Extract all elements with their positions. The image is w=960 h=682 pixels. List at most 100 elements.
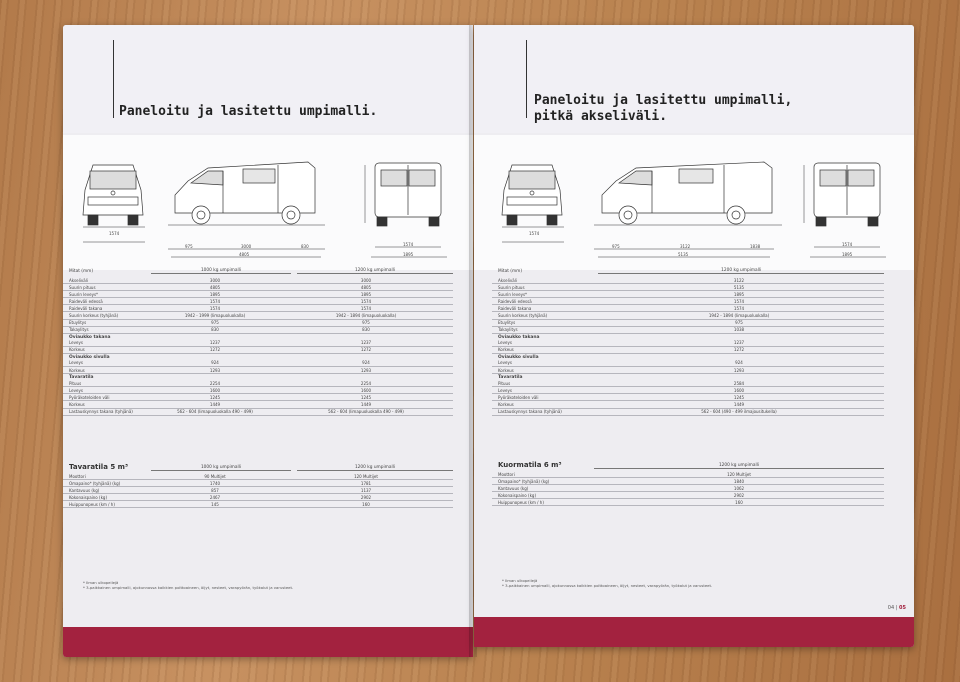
row-value: 1245 <box>360 394 372 400</box>
row-value: 1293 <box>733 367 745 373</box>
table-row: Huippunopeus (km / h) 160 <box>492 499 884 507</box>
footnote: * Ilman ulkopeilejä <box>83 580 119 585</box>
table-row: Suurin korkeus (tyhjänä)1942 - 1894 (lim… <box>492 312 884 320</box>
row-value: 1574 <box>209 305 221 311</box>
row-value: 975 <box>362 320 370 326</box>
row-value: 120 Multijet <box>354 473 378 479</box>
row-label: Raideväli edessä <box>69 298 103 304</box>
row-label: Huippunopeus (km / h) <box>498 499 544 505</box>
row-value: 1942 - 1894 (limapuoluokalla) <box>335 313 397 319</box>
van-side-view <box>601 161 773 225</box>
row-value: 924 <box>362 360 370 366</box>
row-value: 1574 <box>360 298 372 304</box>
left-spec-table: Mitat (mm) 1000 kg umpimalli 1200 kg ump… <box>63 265 453 416</box>
row-value: 160 <box>362 501 370 507</box>
row-value: 1895 <box>733 291 745 297</box>
row-value: 5135 <box>733 284 745 290</box>
van-side-view <box>174 161 316 225</box>
row-label: Omapaino* (tyhjänä) (kg) <box>69 480 121 486</box>
cargo-col2-header: 1200 kg umpimalli <box>297 465 453 471</box>
row-label: Lastauskynnys takana (tyhjänä) <box>69 409 133 415</box>
row-label: Kantavuus (kg) <box>69 487 100 493</box>
row-value: 857 <box>211 487 219 493</box>
cargo-title: Tavaratila 5 m³ <box>69 463 129 471</box>
row-label: Korkeus <box>498 367 514 373</box>
row-label: Takaylitys <box>498 327 518 333</box>
dim-rear-track: 1574 <box>403 242 414 247</box>
table-row: Korkeus 1293 <box>492 367 884 375</box>
dim-rear-overhang: 830 <box>301 244 309 249</box>
right-footnotes: * Ilman ulkopeilejä * 3-paikkainen umpim… <box>502 578 712 588</box>
table-col1-header: 1000 kg umpimalli <box>151 268 291 274</box>
row-label: Leveys <box>498 360 512 366</box>
dim-width: 1895 <box>403 252 414 257</box>
table-header-label: Mitat (mm) <box>69 269 93 274</box>
row-value: 1272 <box>209 347 221 353</box>
table-section-label: Oviaukko takana <box>498 334 540 340</box>
row-value: 1449 <box>209 401 221 407</box>
row-label: Suurin pituus <box>498 284 525 290</box>
table-col1-header: 1200 kg umpimalli <box>598 268 884 274</box>
row-value: 1293 <box>209 367 221 373</box>
row-value: 975 <box>735 320 743 326</box>
row-value: 1942 - 1999 (limapuoluokalla) <box>184 313 246 319</box>
right-accent-bar <box>474 617 914 647</box>
title-line-1: Paneloitu ja lasitettu umpimalli, <box>534 93 793 108</box>
footnote: * 3-paikkainen umpimalli, ajokunnossa ka… <box>83 585 294 590</box>
table-row: Kokonaispaino (kg)2902 <box>492 492 884 500</box>
row-value: 160 <box>735 499 743 505</box>
title-rule <box>113 40 114 118</box>
row-value: 562 - 604 (limapuoluokalla 490 - 499) <box>328 409 404 415</box>
row-value: 1137 <box>360 487 372 493</box>
row-value: 1740 <box>209 480 221 486</box>
left-page-title: Paneloitu ja lasitettu umpimalli. <box>119 104 378 119</box>
row-label: Korkeus <box>498 401 514 407</box>
row-label: Suurin pituus <box>69 284 96 290</box>
row-value: 975 <box>211 320 219 326</box>
row-label: Raideväli takana <box>498 305 532 311</box>
dim-length: 5135 <box>678 252 689 257</box>
row-label: Pyöräkoteloiden väli <box>69 394 110 400</box>
right-cargo-table: Kuormatila 6 m³ 1200 kg umpimalli Mootto… <box>492 461 884 507</box>
row-value: 3122 <box>733 277 745 283</box>
table-row: Suurin leveys* 1895 <box>492 291 884 299</box>
table-section-label: Tavaratila <box>498 375 523 381</box>
row-value: 1062 <box>733 485 745 491</box>
row-label: Moottori <box>69 473 86 479</box>
dim-front-overhang: 975 <box>185 244 193 249</box>
table-row: Etuylitys 975 975 <box>63 320 453 327</box>
right-page-title: Paneloitu ja lasitettu umpimalli, pitkä … <box>534 93 792 125</box>
left-cargo-table: Tavaratila 5 m³ 1000 kg umpimalli 1200 k… <box>63 463 453 509</box>
row-value: 4805 <box>209 284 221 290</box>
row-label: Etuylitys <box>69 320 87 326</box>
row-value: 90 Multijet <box>204 473 226 479</box>
row-label: Korkeus <box>498 347 514 353</box>
dimension-lines <box>83 165 447 258</box>
table-row: Lastauskynnys takana (tyhjänä)562 - 604 … <box>492 409 884 416</box>
row-value: 1449 <box>360 401 372 407</box>
row-label: Leveys <box>498 340 512 346</box>
row-value: 830 <box>211 327 219 333</box>
row-label: Korkeus <box>69 401 85 407</box>
row-value: 1272 <box>360 347 372 353</box>
page-number-left: 04 <box>887 605 895 611</box>
dim-width: 1895 <box>842 252 853 257</box>
dim-front-overhang: 975 <box>612 244 620 249</box>
row-label: Suurin leveys* <box>498 291 528 297</box>
row-label: Kantavuus (kg) <box>498 485 529 491</box>
row-label: Raideväli takana <box>69 305 103 311</box>
row-value: 2902 <box>360 494 372 500</box>
